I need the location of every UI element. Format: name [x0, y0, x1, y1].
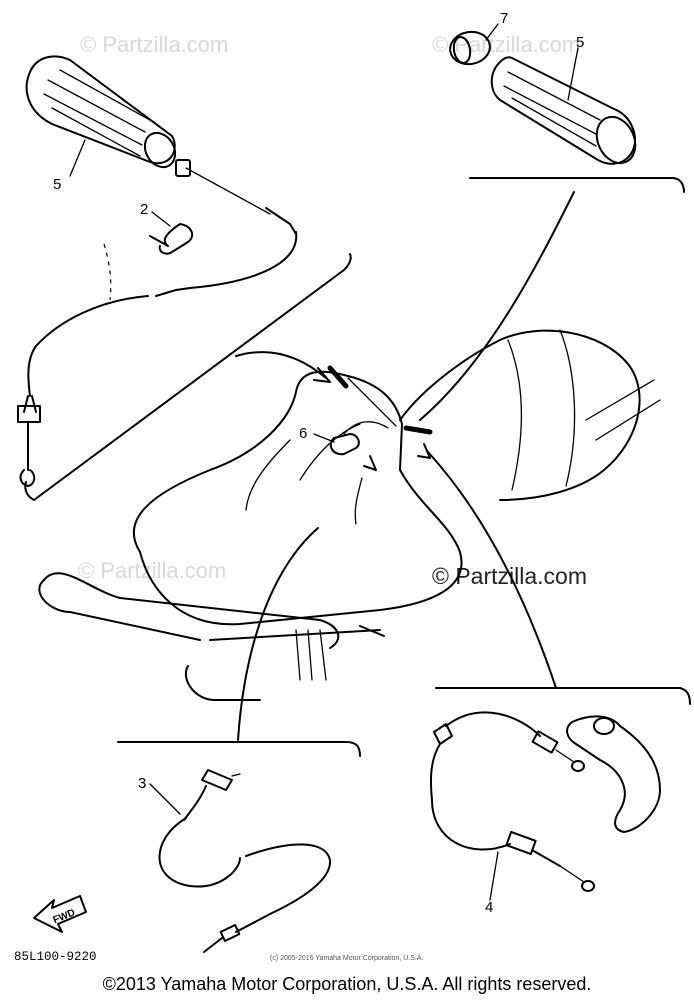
right-grip-bracket: [469, 177, 685, 193]
throttle-cable[interactable]: [430, 711, 595, 892]
callout-leader-speedometer: [149, 783, 181, 815]
cable-marker-left: [327, 365, 349, 389]
callout-holder: 6: [299, 425, 307, 442]
cable-marker-right: [403, 425, 433, 435]
callout-leader-clip: [151, 211, 171, 227]
watermark-top-left: © Partzilla.com: [80, 32, 228, 57]
cable-holder[interactable]: [329, 421, 389, 456]
leader-dashed-left: [103, 243, 112, 301]
arrow-throttle-cable: [427, 451, 557, 689]
callout-leader-throttle: [489, 851, 499, 901]
left-cable-bracket-end: [24, 481, 35, 501]
speedometer-cable[interactable]: [158, 769, 332, 953]
choke-cable[interactable]: [17, 159, 298, 487]
forward-arrow: FWD: [33, 895, 87, 933]
callout-leader-holder: [313, 433, 335, 443]
callout-speedometer-cable: 3: [138, 775, 146, 792]
callout-leader-left-grip: [69, 139, 86, 177]
callout-right-grip: 5: [576, 34, 584, 51]
arrow-left-cable: [235, 351, 327, 379]
left-handlebar-grip[interactable]: [25, 55, 181, 172]
callout-throttle-cable: 4: [485, 899, 493, 916]
speedometer-cable-bracket: [117, 741, 361, 757]
diagram-copyright: (c) 2005-2016 Yamaha Motor Corporation, …: [270, 955, 423, 962]
throttle-cable-bracket: [435, 687, 691, 705]
footer-copyright: ©2013 Yamaha Motor Corporation, U.S.A. A…: [102, 974, 592, 994]
callout-clip: 2: [140, 201, 148, 218]
throttle-lever[interactable]: [566, 715, 661, 833]
cable-route-1: [299, 423, 361, 481]
cable-route-2: [354, 477, 363, 525]
snowmobile-outline: [38, 329, 661, 701]
right-handlebar-grip[interactable]: [490, 56, 643, 169]
drawing-code: 85L100-9220: [14, 950, 97, 964]
callout-leader-right-grip: [567, 47, 579, 101]
arrow-speedometer-cable: [237, 527, 319, 741]
left-cable-bracket: [33, 253, 352, 501]
callout-ring: 7: [500, 10, 508, 27]
forward-label: FWD: [52, 907, 77, 926]
arrow-right-grip: [419, 191, 575, 421]
arrow-head-throttle: [417, 443, 431, 459]
watermark-mid-left: © Partzilla.com: [78, 558, 226, 583]
callout-left-grip: 5: [53, 176, 61, 193]
cable-clip[interactable]: [149, 223, 194, 255]
grip-ring[interactable]: [448, 29, 493, 67]
callout-leader-ring: [485, 23, 499, 41]
arrow-head-center: [363, 455, 377, 471]
